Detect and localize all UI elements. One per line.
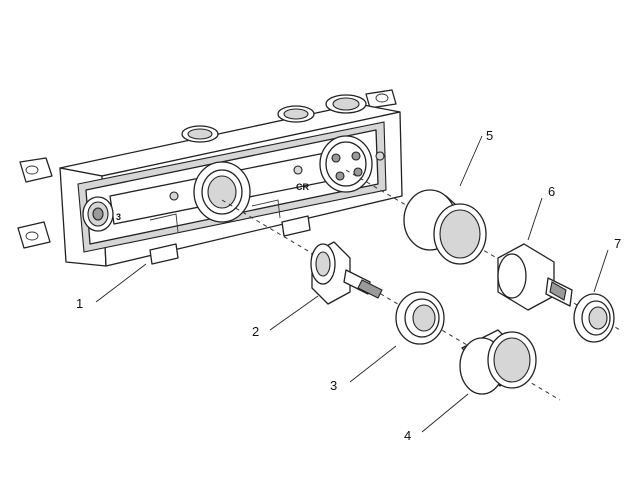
part-6-diverter: [497, 243, 573, 311]
leader-5: [459, 135, 483, 187]
leader-7: [593, 249, 609, 293]
port-marking-right: CR: [296, 182, 309, 192]
assembly-axis-left: [221, 199, 561, 401]
callout-1: 1: [76, 296, 83, 311]
leader-4: [421, 393, 469, 433]
port-marking-left: 3: [116, 212, 121, 222]
valve-housing-body: 3 CR: [17, 89, 403, 267]
callout-2: 2: [252, 324, 259, 339]
callout-4: 4: [404, 428, 411, 443]
leader-1: [95, 263, 147, 303]
callout-3: 3: [330, 378, 337, 393]
callout-5: 5: [486, 128, 493, 143]
leader-3: [349, 345, 397, 383]
leader-2: [269, 295, 319, 331]
part-2-cartridge: [310, 241, 383, 305]
callout-6: 6: [548, 184, 555, 199]
part-5-ring: [403, 189, 487, 265]
leader-6: [527, 197, 543, 241]
part-7-nut: [573, 293, 615, 343]
part-4-sleeve: [459, 329, 537, 395]
assembly-axis-right: [345, 169, 621, 331]
callout-7: 7: [614, 236, 621, 251]
part-3-nut: [395, 291, 445, 345]
